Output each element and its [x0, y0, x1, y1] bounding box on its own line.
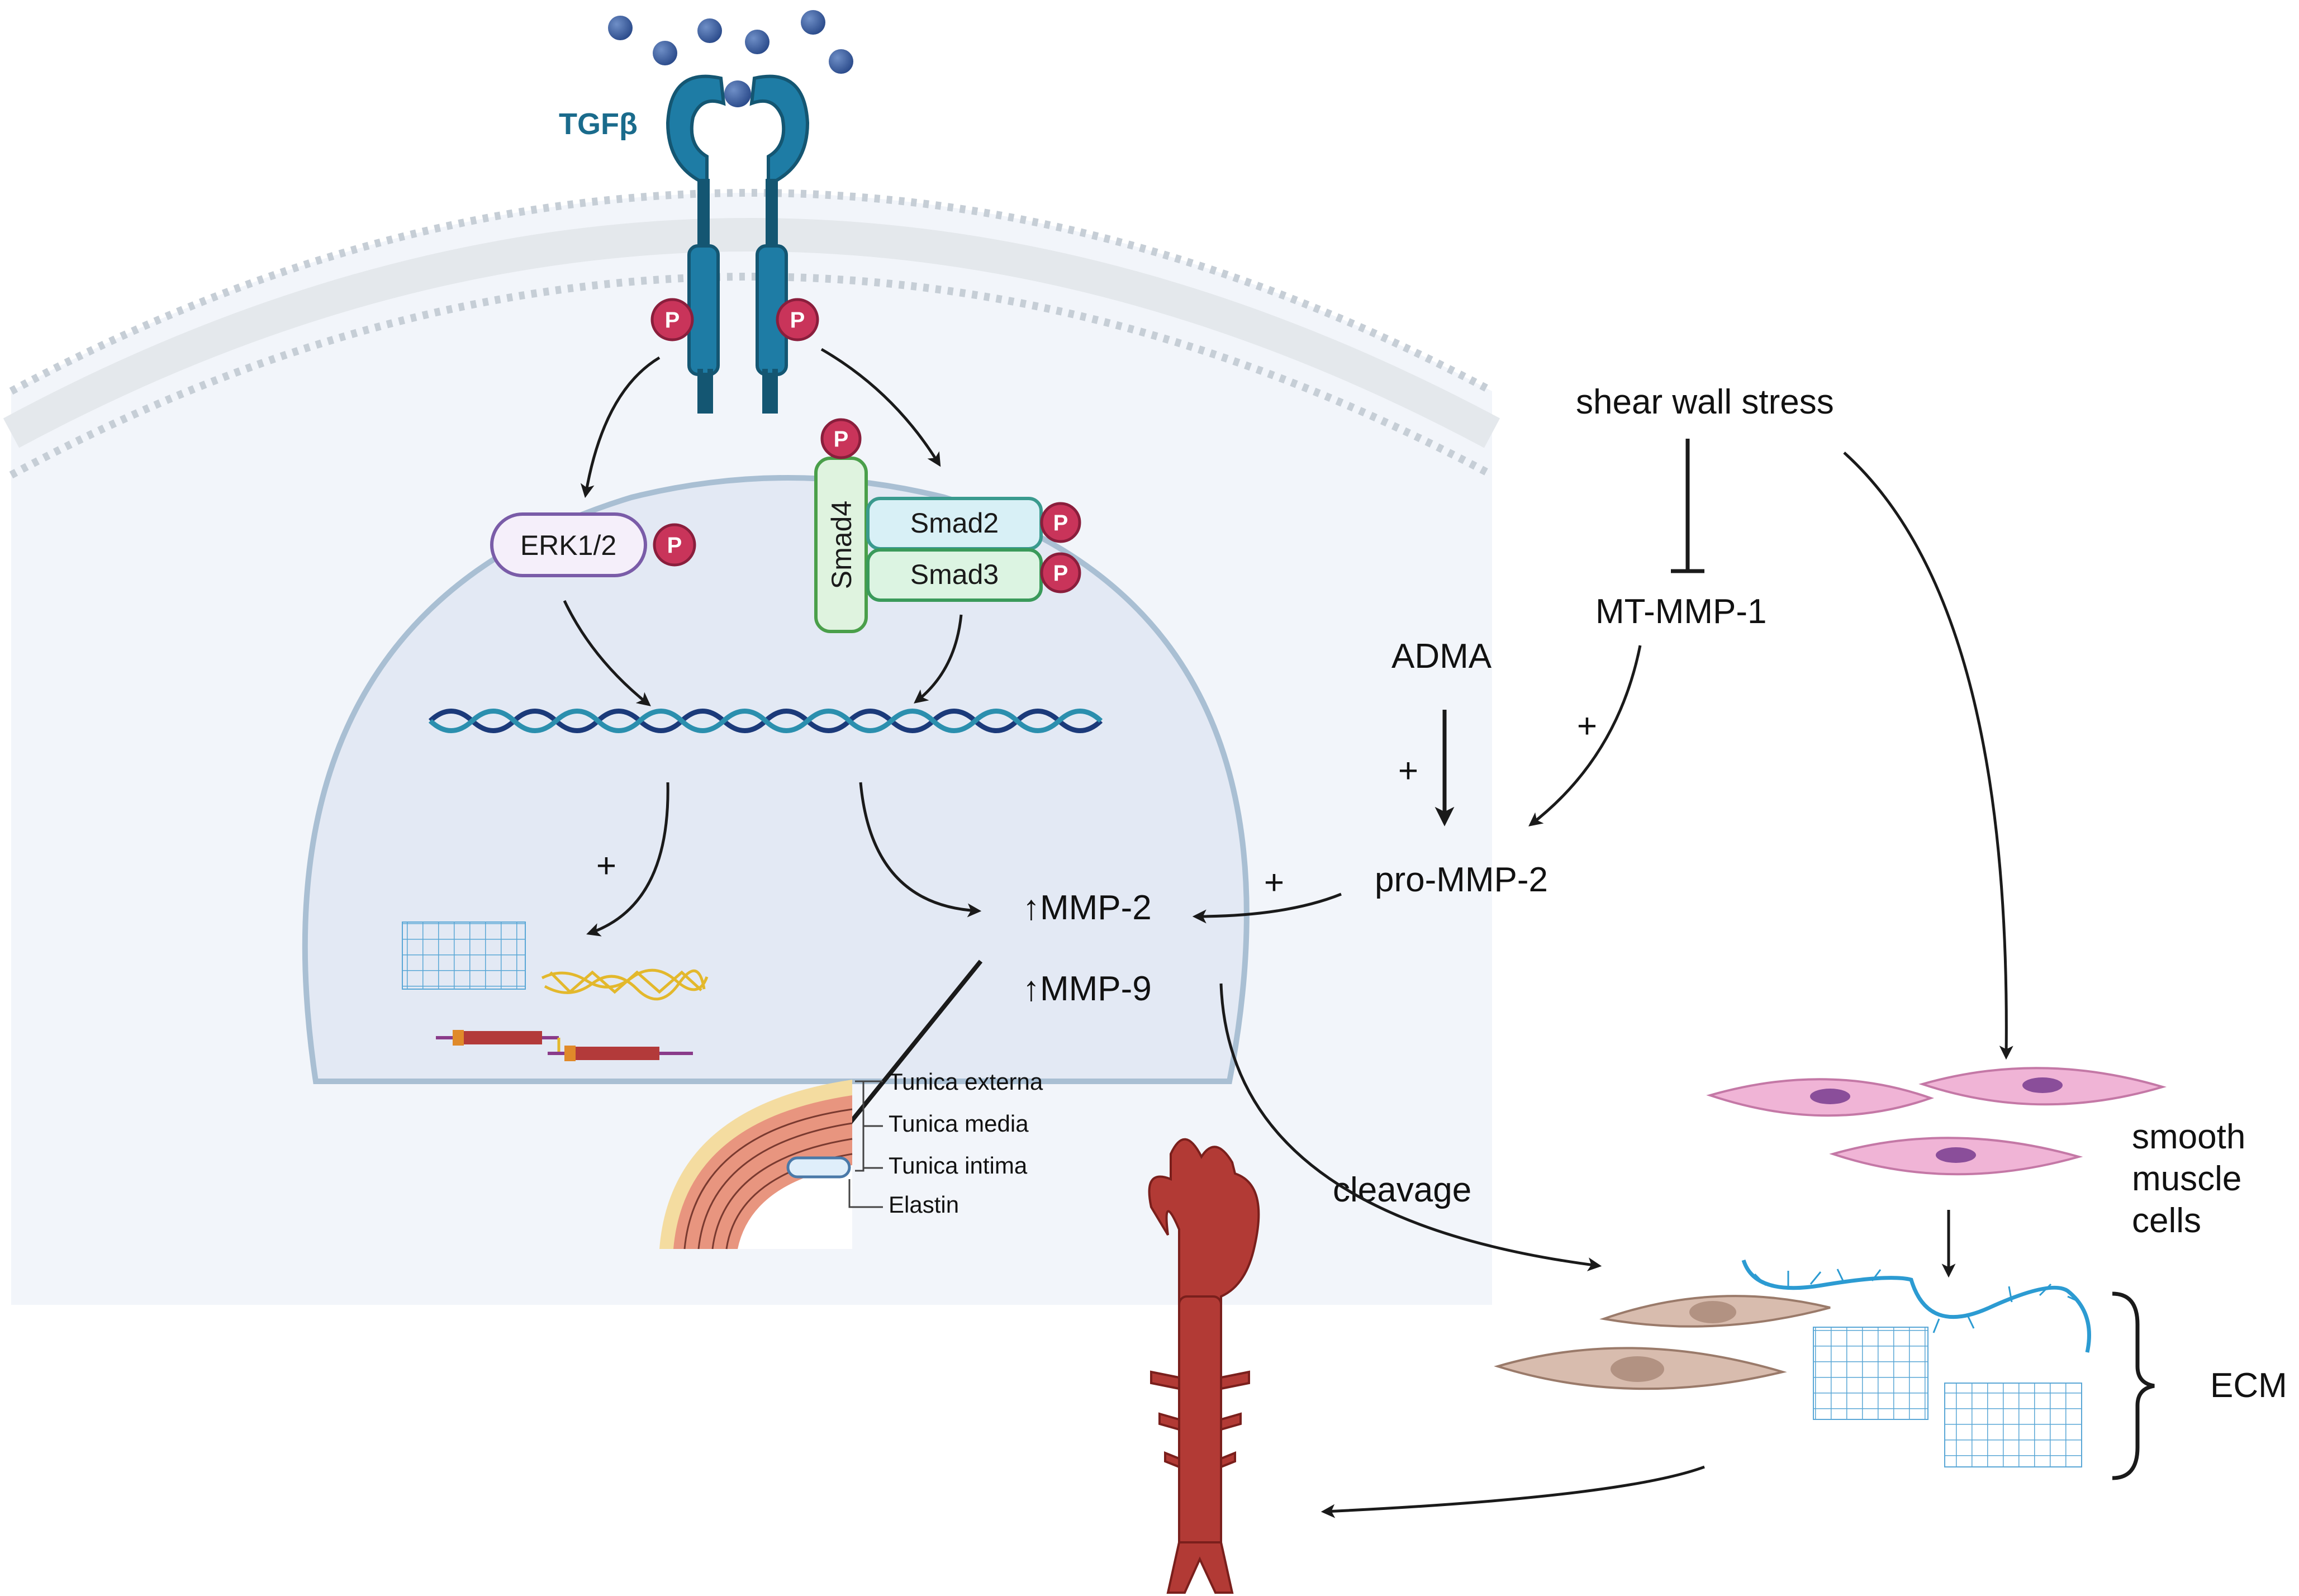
ligand-molecule — [697, 18, 722, 43]
membrane-outer-leaflet — [9, 189, 1494, 395]
smooth-muscle-label-line2: muscle — [2132, 1160, 2241, 1198]
smad3-phospho-label: P — [1053, 561, 1068, 586]
receptor-left-tm-domain — [687, 244, 720, 376]
dna-helix — [428, 709, 1103, 733]
tgf-beta-receptor: TGFβ P P — [559, 10, 853, 414]
smad2-phospho — [1040, 502, 1081, 543]
pro-mmp2-label: pro-MMP-2 — [1375, 861, 1548, 899]
smad3-label: Smad3 — [910, 559, 999, 590]
receptor-left-ectodomain — [666, 74, 726, 187]
aorta — [1148, 1138, 1260, 1594]
shear-wall-stress-label: shear wall stress — [1576, 383, 1834, 421]
ecm-label: ECM — [2210, 1366, 2287, 1405]
erk-label: ERK1/2 — [520, 530, 616, 561]
ecm-components — [1494, 1259, 2091, 1467]
vessel-cross-section: Tunica externa Tunica media Tunica intim… — [659, 1068, 1043, 1250]
arrow-dna-to-mmp2 — [859, 782, 982, 918]
membrane-core — [3, 218, 1500, 448]
elastin-marker — [786, 1156, 851, 1179]
elastin-label: Elastin — [889, 1191, 959, 1218]
cleavage-label: cleavage — [1333, 1171, 1471, 1209]
ligand-molecule — [653, 41, 677, 65]
erk-phospho — [653, 523, 696, 567]
receptor-left-tail-a — [697, 369, 703, 414]
fibrillin-branches — [1754, 1269, 2080, 1333]
smad4-label: Smad4 — [826, 501, 857, 589]
arrow-mmp-to-ecm-cleavage — [1219, 983, 1602, 1271]
mtmmp1-label: MT-MMP-1 — [1595, 592, 1767, 631]
ligand-molecule — [724, 80, 751, 107]
tunica-intima-label: Tunica intima — [889, 1152, 1028, 1179]
receptor-left-tail-b — [707, 369, 713, 414]
aortic-arch — [1148, 1138, 1260, 1309]
nucleus — [302, 475, 1250, 1084]
arrow-erk-to-dna — [563, 600, 651, 706]
plus-dna-ecm: + — [596, 847, 616, 885]
receptor-left-phospho: P — [650, 298, 694, 341]
smooth-muscle-cells — [1706, 1067, 2167, 1176]
ligand-molecule — [745, 30, 770, 54]
arrow-shear-to-smooth-muscle — [1843, 452, 2013, 1060]
erk-phospho-label: P — [667, 533, 682, 558]
arrow-receptor-to-erk — [580, 356, 661, 498]
descending-aorta — [1178, 1295, 1222, 1560]
receptor-right-tail-a — [762, 369, 768, 414]
arrow-dna-to-ecm-proteins — [586, 782, 669, 937]
tunica-media-label: Tunica media — [889, 1110, 1029, 1137]
receptor-right-tail-b — [772, 369, 778, 414]
cell — [3, 189, 1500, 1305]
plus-adma: + — [1398, 752, 1418, 790]
membrane-inner-leaflet — [9, 273, 1494, 479]
erk-complex: ERK1/2 P — [490, 512, 696, 577]
smooth-muscle-label-line3: cells — [2132, 1201, 2201, 1240]
renal-branches — [1150, 1370, 1250, 1469]
arrow-receptor-to-smad — [820, 348, 941, 467]
ecm-proteins-in-nucleus — [402, 922, 709, 1061]
collagen-mesh-ecm — [1944, 1383, 2082, 1467]
smad4-phospho — [820, 418, 862, 459]
layer-leader-lines — [848, 1080, 883, 1208]
fibrillin-fiber — [541, 968, 709, 1001]
smooth-muscle-cell — [1706, 1078, 1935, 1117]
arrow-smad-to-dna — [914, 614, 963, 704]
svg-text:P: P — [790, 308, 805, 332]
smad4-phospho-label: P — [834, 427, 849, 452]
mmp9-label: ↑MMP-9 — [1023, 970, 1152, 1008]
collagen-mesh — [402, 922, 526, 990]
receptor-right-ectodomain — [749, 74, 810, 187]
smad3-phospho — [1040, 552, 1081, 593]
inhibit-shear-to-mtmmp1 — [1671, 439, 1704, 573]
erk-box — [490, 512, 647, 577]
plus-mtmmp1: + — [1577, 707, 1597, 745]
fibrillin-microfibril — [1741, 1259, 2091, 1353]
iliac-bifurcation — [1166, 1541, 1234, 1594]
svg-text:P: P — [665, 308, 680, 332]
tunica-intima — [738, 1165, 852, 1249]
receptor-right-phospho: P — [776, 298, 819, 341]
smooth-muscle-cell — [1918, 1067, 2167, 1106]
smooth-muscle-cell — [1829, 1137, 2083, 1176]
mmp2-label: ↑MMP-2 — [1023, 889, 1152, 927]
fibroblast — [1494, 1347, 1787, 1390]
tgf-beta-label: TGFβ — [559, 107, 638, 141]
ligand-molecule — [801, 10, 825, 35]
ecm-brace — [2112, 1291, 2155, 1480]
ligand-molecule — [829, 49, 853, 74]
arrow-ecm-to-aorta — [1320, 1465, 1705, 1518]
smad2-phospho-label: P — [1053, 511, 1068, 535]
fibroblast — [1599, 1295, 1831, 1328]
plus-prommp2: + — [1264, 863, 1284, 902]
smad2-label: Smad2 — [910, 507, 999, 539]
smad-complex: Smad4 P Smad2 P Smad3 P — [814, 418, 1081, 633]
ligand-molecule — [608, 16, 633, 40]
adma-label: ADMA — [1391, 637, 1492, 676]
collagen-mesh-ecm — [1813, 1327, 1928, 1420]
tunica-externa-label: Tunica externa — [889, 1068, 1043, 1095]
arrow-prommp2-to-mmp2 — [1192, 892, 1342, 924]
arrow-mtmmp1-to-prommp2 — [1528, 645, 1642, 826]
smooth-muscle-label-line1: smooth — [2132, 1118, 2245, 1156]
elastin-fiber — [436, 1030, 693, 1061]
